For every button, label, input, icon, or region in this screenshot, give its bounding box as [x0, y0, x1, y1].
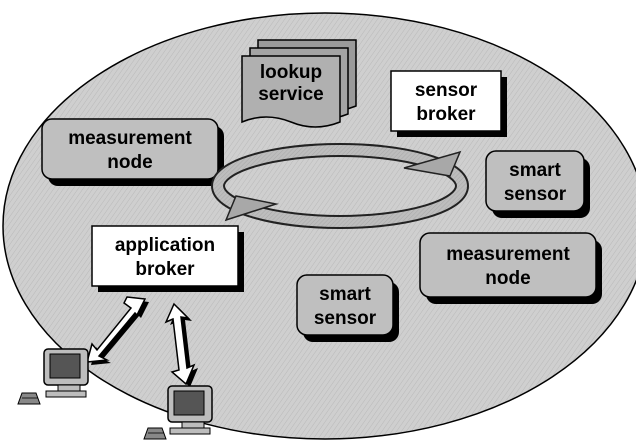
ring-arrowhead-lower [224, 195, 279, 222]
lookup-service: lookup service [241, 39, 357, 128]
measurement-node-left-label-line2: node [107, 152, 152, 173]
smart-sensor-bottom-label-line2: sensor [314, 308, 377, 329]
smart-sensor-bottom: smart sensor [296, 274, 399, 342]
computer-terminal-icon [17, 348, 89, 405]
measurement-node-left: measurement node [41, 118, 224, 186]
smart-sensor-right: smart sensor [485, 150, 590, 218]
measurement-node-right: measurement node [419, 232, 602, 304]
measurement-node-right-label-line2: node [485, 268, 530, 289]
connection-arrow-right [164, 302, 198, 387]
ring-arrowhead-upper [403, 150, 462, 177]
connection-arrow-left [85, 296, 149, 365]
sensor-broker-label-line1: sensor [415, 80, 478, 101]
measurement-node-left-label-line1: measurement [68, 128, 192, 149]
computer-terminal-icon [143, 385, 213, 440]
sensor-broker: sensor broker [390, 70, 507, 137]
smart-sensor-right-label-line1: smart [509, 160, 561, 181]
application-broker: application broker [91, 225, 244, 292]
sensor-broker-label-line2: broker [416, 104, 476, 125]
smart-sensor-right-label-line2: sensor [504, 184, 567, 205]
lookup-service-label-line1: lookup [260, 62, 322, 83]
smart-sensor-bottom-label-line1: smart [319, 284, 371, 305]
lookup-service-label-line2: service [258, 84, 324, 105]
circulation-ring [211, 143, 469, 229]
measurement-node-right-label-line1: measurement [446, 244, 570, 265]
application-broker-label-line2: broker [135, 259, 195, 280]
application-broker-label-line1: application [115, 235, 215, 256]
